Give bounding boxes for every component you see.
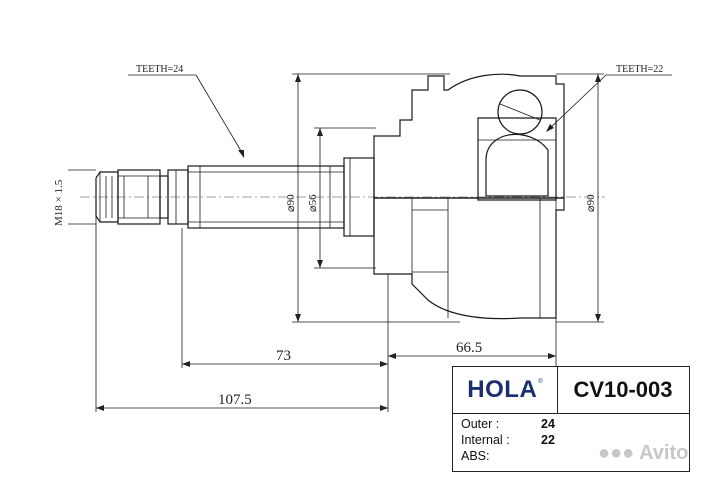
- dia-90-left-label: ⌀90: [285, 194, 297, 212]
- spec-key: Outer :: [461, 417, 500, 431]
- watermark-text: Avito: [639, 442, 689, 464]
- avito-watermark: ●●● Avito: [598, 442, 688, 465]
- teeth-outer-label: TEETH=24: [136, 64, 183, 75]
- registered-mark: ®: [538, 379, 543, 385]
- spec-key: ABS:: [461, 449, 490, 463]
- splined-shaft: [187, 157, 375, 237]
- dia-56-label: ⌀56: [307, 194, 319, 212]
- thread-label: M18 × 1.5: [53, 179, 65, 226]
- dim-66-5-label: 66.5: [456, 340, 482, 356]
- product-card: HOLA® CV10-003 Outer : 24 Internal : 22 …: [452, 366, 690, 472]
- spec-value: 22: [541, 433, 555, 447]
- dim-107-5-label: 107.5: [218, 392, 252, 408]
- part-number-cell: CV10-003: [557, 367, 689, 413]
- spec-abs: ABS:: [461, 449, 681, 465]
- dim-73-label: 73: [276, 348, 291, 364]
- diameter-dimensions: [292, 73, 604, 323]
- watermark-icon: ●●●: [598, 442, 640, 464]
- part-number: CV10-003: [573, 377, 673, 402]
- outer-housing: [373, 73, 565, 320]
- spec-internal: Internal : 22: [461, 433, 681, 449]
- brand-logo: HOLA®: [453, 367, 558, 413]
- spec-list: Outer : 24 Internal : 22 ABS:: [461, 417, 681, 465]
- teeth-inner-label: TEETH=22: [616, 64, 663, 75]
- leaders: [128, 74, 672, 158]
- card-header: HOLA® CV10-003: [453, 367, 689, 414]
- spec-key: Internal :: [461, 433, 510, 447]
- length-dimensions: [68, 169, 557, 412]
- spec-value: 24: [541, 417, 555, 431]
- spec-outer: Outer : 24: [461, 417, 681, 433]
- dia-90-right-label: ⌀90: [585, 194, 597, 212]
- brand-name: HOLA: [467, 376, 538, 403]
